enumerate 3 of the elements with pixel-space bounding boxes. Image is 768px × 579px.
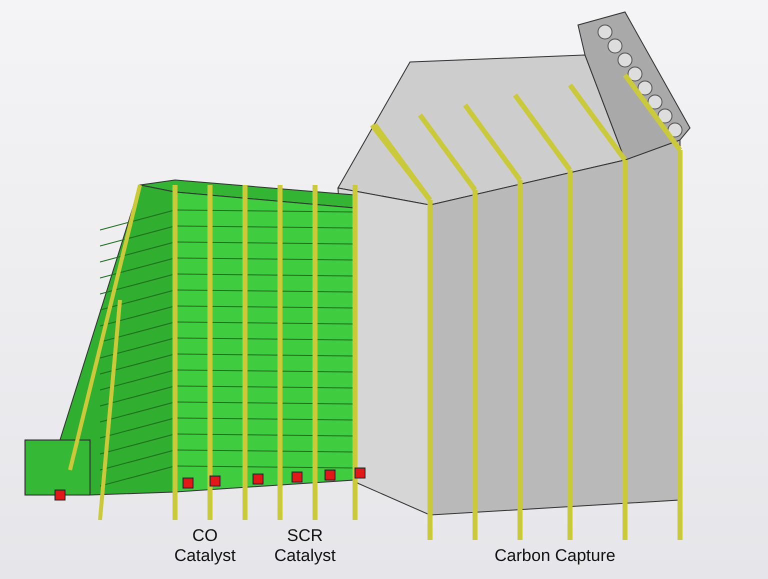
section-label: CO Catalyst [173,526,237,566]
section-label: Carbon Capture [494,546,616,566]
section-label: SCR Catalyst [273,526,337,566]
